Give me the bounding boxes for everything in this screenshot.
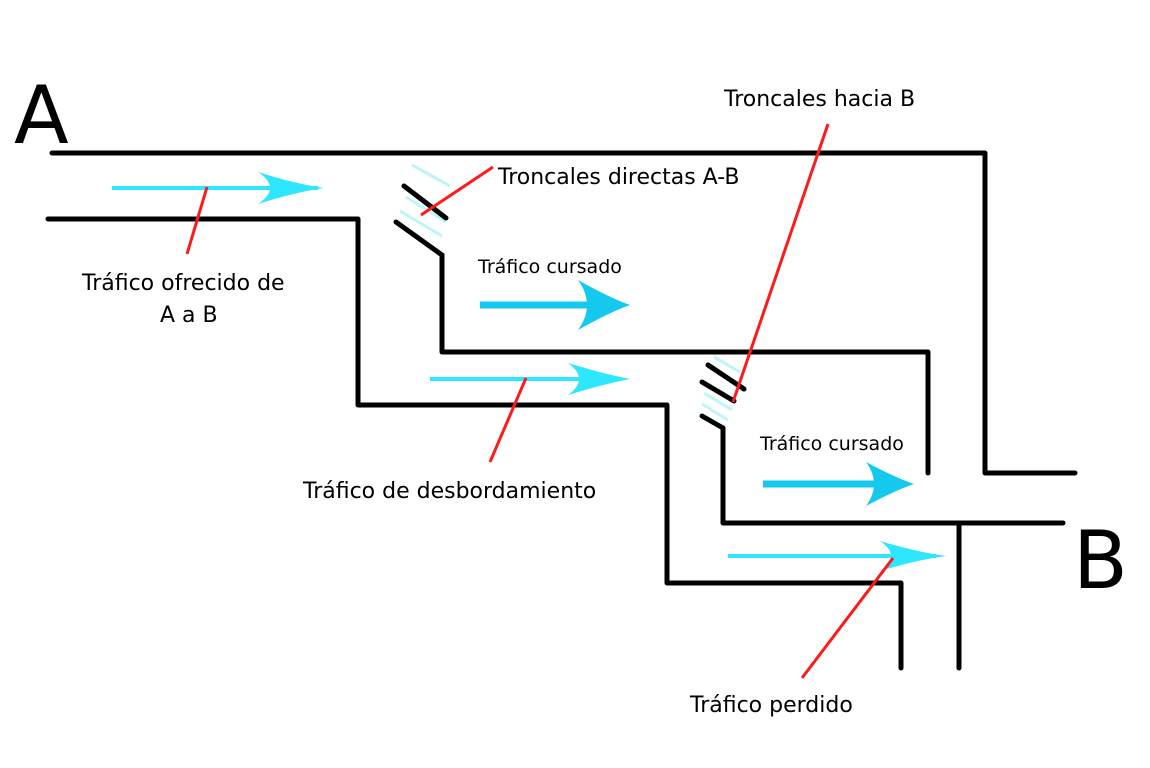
offered-traffic-label-line2: A a B — [160, 303, 218, 328]
lost-traffic-label: Tráfico perdido — [689, 693, 853, 718]
offered-traffic-arrow — [112, 172, 324, 204]
carried-traffic-label-1: Tráfico cursado — [477, 256, 622, 278]
carried-traffic-arrow-2 — [763, 462, 914, 506]
offered-leader — [185, 186, 209, 255]
direct-trunks-symbol — [393, 163, 451, 258]
carried-traffic-label-2: Tráfico cursado — [759, 433, 904, 455]
lost-traffic-arrow — [728, 541, 946, 571]
node-a-label: A — [14, 69, 69, 162]
overflow-traffic-label: Tráfico de desbordamiento — [302, 479, 596, 504]
top-wall — [49, 150, 1078, 476]
lost-leader — [800, 557, 895, 679]
first-channel-lower-wall — [45, 216, 904, 671]
direct-trunks-leader — [420, 165, 494, 217]
overflow-traffic-arrow — [430, 363, 630, 395]
trunk-line — [699, 413, 726, 431]
leader-lines — [185, 123, 895, 679]
overflow-leader — [488, 377, 528, 463]
direct-trunks-label: Troncales directas A-B — [497, 165, 740, 190]
trunk-line — [393, 219, 445, 258]
traffic-arrows — [112, 172, 946, 571]
second-trunk-path — [720, 425, 1066, 526]
trunks-to-b-leader — [731, 123, 830, 403]
node-b-label: B — [1073, 514, 1128, 607]
trunk-line — [699, 379, 737, 404]
trunk-line — [401, 183, 449, 221]
channel-walls — [45, 150, 1078, 671]
carried-traffic-arrow-1 — [480, 280, 630, 330]
trunks-to-b-label: Troncales hacia B — [723, 87, 915, 112]
direct-trunk-path — [439, 252, 931, 476]
offered-traffic-label-line1: Tráfico ofrecido de — [81, 271, 285, 296]
